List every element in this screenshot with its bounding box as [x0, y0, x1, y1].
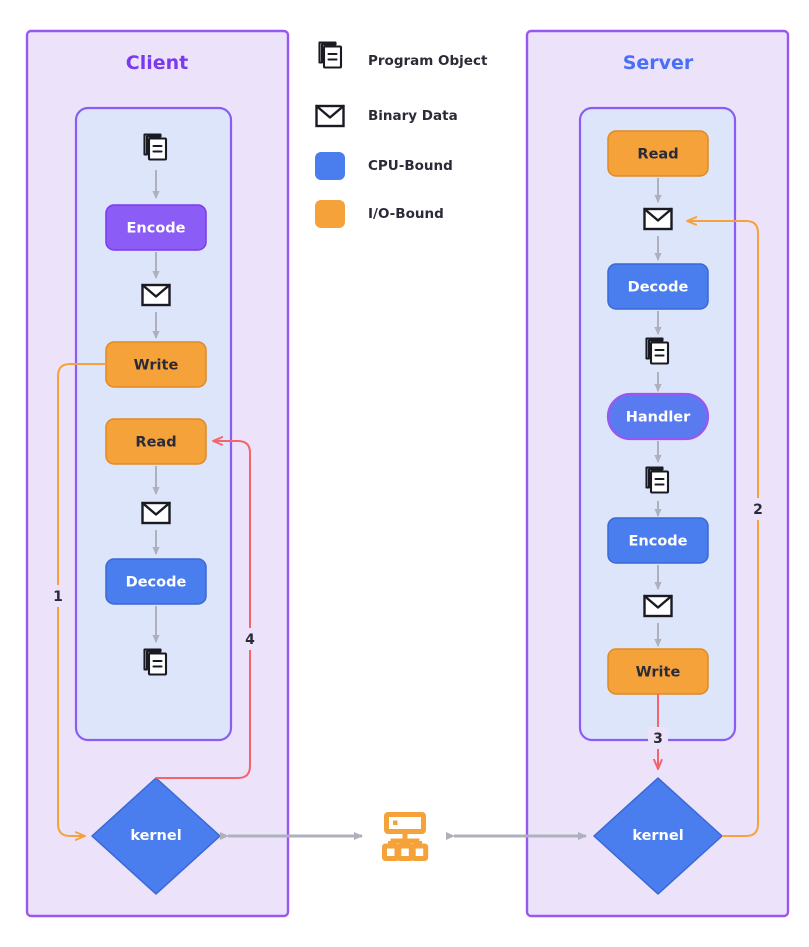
flow-3-label-bg [648, 727, 668, 749]
client-binary-data-icon-top [141, 283, 171, 307]
client-write-node[interactable]: Write [105, 341, 207, 388]
server-kernel-label: kernel [632, 828, 683, 844]
client-read-box[interactable] [105, 418, 207, 465]
server-encode-node[interactable]: Encode [607, 517, 709, 564]
client-decode-box[interactable] [105, 558, 207, 605]
server-decode-label: Decode [628, 280, 689, 296]
server-kernel-diamond[interactable] [593, 777, 723, 895]
flow-2-label: 2 [753, 502, 763, 518]
server-decode-box[interactable] [607, 263, 709, 310]
server-handler-label: Handler [626, 410, 691, 426]
server-read-node[interactable]: Read [607, 130, 709, 177]
client-binary-data-icon-bottom [141, 501, 171, 525]
server-write-node[interactable]: Write [607, 648, 709, 695]
flow-4-label: 4 [245, 632, 255, 648]
legend-swatch-io-bound [315, 200, 345, 228]
flow-1-label-bg [48, 585, 68, 607]
server-write-label: Write [636, 665, 681, 681]
server-panel-title: Server [623, 52, 694, 74]
legend: Program Object Binary Data CPU-Bound I/O… [315, 41, 488, 228]
server-encode-box[interactable] [607, 517, 709, 564]
client-encode-node[interactable]: Encode [105, 204, 207, 251]
client-encode-box[interactable] [105, 204, 207, 251]
flow-2-path [688, 221, 759, 837]
legend-swatch-cpu-bound [315, 152, 345, 180]
legend-label-io-bound: I/O-Bound [368, 206, 444, 222]
flow-1-label: 1 [53, 589, 63, 605]
client-read-label: Read [135, 435, 176, 451]
flow-2-label-bg [748, 498, 768, 520]
client-panel-title: Client [126, 52, 188, 74]
client-encode-label: Encode [127, 221, 186, 237]
client-decode-label: Decode [126, 575, 187, 591]
client-kernel-label: kernel [130, 828, 181, 844]
flow-3-label: 3 [653, 731, 663, 747]
legend-binary-data-icon [315, 104, 345, 128]
server-encode-label: Encode [629, 534, 688, 550]
server-read-box[interactable] [607, 130, 709, 177]
client-write-label: Write [134, 358, 179, 374]
server-handler-node[interactable]: Handler [606, 392, 710, 441]
flow-4-label-bg [240, 628, 260, 650]
client-decode-node[interactable]: Decode [105, 558, 207, 605]
server-read-label: Read [637, 147, 678, 163]
client-kernel-diamond[interactable] [91, 777, 221, 895]
legend-label-cpu-bound: CPU-Bound [368, 158, 453, 174]
server-handler-pill[interactable] [606, 392, 710, 441]
server-kernel-node[interactable]: kernel [593, 777, 723, 895]
server-decode-node[interactable]: Decode [607, 263, 709, 310]
client-kernel-node[interactable]: kernel [91, 777, 221, 895]
flow-4-path [156, 441, 251, 779]
client-read-node[interactable]: Read [105, 418, 207, 465]
server-binary-data-icon-bottom [643, 594, 673, 618]
server-binary-data-icon-top [643, 207, 673, 231]
legend-label-program-object: Program Object [368, 53, 488, 69]
legend-label-binary-data: Binary Data [368, 108, 458, 124]
